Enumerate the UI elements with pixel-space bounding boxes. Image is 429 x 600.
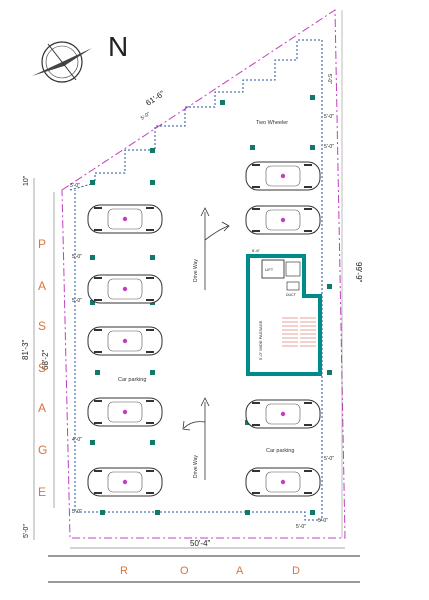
core-wall bbox=[246, 254, 322, 376]
left-outer-dimension: 81'-3" bbox=[21, 339, 30, 360]
column bbox=[90, 300, 95, 305]
passage-letter: S bbox=[38, 319, 46, 333]
column bbox=[310, 95, 315, 100]
car-icon bbox=[245, 205, 321, 235]
car-icon bbox=[245, 399, 321, 429]
top-edge-dimension: 61'-6" bbox=[144, 89, 166, 108]
car-icon bbox=[87, 204, 163, 234]
bottom-edge-dimension: 50'-4" bbox=[190, 539, 211, 548]
setback-dimension: 5'-0" bbox=[326, 74, 332, 84]
setback-dimension: 5'-0" bbox=[72, 298, 82, 304]
column bbox=[150, 370, 155, 375]
driveway-label: Drive Way bbox=[193, 259, 199, 282]
right-edge-dimension: 99'-9" bbox=[354, 262, 363, 283]
car-icon bbox=[87, 397, 163, 427]
driveway-arrow-bottom bbox=[182, 397, 210, 480]
car-icon bbox=[245, 467, 321, 497]
setback-dimension: 5'-0" bbox=[72, 254, 82, 260]
road-letter: R bbox=[120, 565, 128, 577]
passage-letter: P bbox=[38, 237, 46, 251]
road-letter: A bbox=[236, 565, 244, 577]
left-top-dimension: 10" bbox=[23, 175, 30, 186]
driveway-label: Drive Way bbox=[193, 455, 199, 478]
column bbox=[250, 145, 255, 150]
left-inner-dimension: 68'-2" bbox=[41, 349, 50, 370]
column bbox=[95, 370, 100, 375]
driveway-arrow-top bbox=[200, 207, 230, 290]
column bbox=[90, 180, 95, 185]
setback-dimension: 5'-0" bbox=[296, 524, 306, 530]
column bbox=[150, 255, 155, 260]
setback-dimension: 5'-0" bbox=[318, 518, 328, 524]
structural-columns bbox=[90, 95, 332, 515]
car-icon bbox=[87, 467, 163, 497]
setback-dimension: 5'-0" bbox=[72, 509, 82, 515]
column bbox=[327, 284, 332, 289]
north-letter: N bbox=[108, 31, 128, 62]
duct-box bbox=[285, 261, 301, 277]
passage-letter: S bbox=[38, 361, 46, 375]
car-icon bbox=[87, 326, 163, 356]
column bbox=[90, 440, 95, 445]
column bbox=[310, 145, 315, 150]
lift-label: LIFT bbox=[265, 267, 274, 272]
plot-boundary bbox=[61, 9, 346, 539]
column bbox=[327, 370, 332, 375]
passage-letter: E bbox=[38, 485, 46, 499]
compass-ring bbox=[41, 41, 83, 83]
lift-stair-core: LIFT DUCT 5'-0" WIDE PASSAGE 6'-6" bbox=[246, 248, 322, 376]
setback-dimension: 4'-0" bbox=[72, 437, 82, 443]
column bbox=[150, 440, 155, 445]
duct-small bbox=[286, 281, 300, 291]
road-band: R O A D bbox=[48, 555, 360, 583]
two-wheeler-label: Two Wheeler bbox=[256, 120, 288, 126]
lift-shaft bbox=[261, 259, 285, 279]
column bbox=[150, 180, 155, 185]
setback-dimension: 5'-0" bbox=[324, 456, 334, 462]
column bbox=[220, 100, 225, 105]
duct-label: DUCT bbox=[286, 293, 297, 297]
car-parking-label: Car parking bbox=[266, 448, 294, 454]
stair-treads bbox=[282, 317, 316, 347]
compass-crossbar bbox=[47, 43, 77, 81]
column bbox=[310, 510, 315, 515]
car-icon bbox=[87, 274, 163, 304]
road-letter: D bbox=[292, 565, 300, 577]
column bbox=[150, 148, 155, 153]
road-letter: O bbox=[180, 565, 189, 577]
setback-dimension: 5'-0" bbox=[70, 183, 80, 189]
compass-inner-ring bbox=[45, 45, 79, 79]
staircase-dimension: 6'-6" bbox=[252, 248, 261, 253]
north-compass: N bbox=[32, 31, 128, 83]
setback-dimension: 5'-0" bbox=[324, 144, 334, 150]
building-outline bbox=[69, 39, 323, 521]
passage-label: P A S S A G E bbox=[38, 237, 47, 499]
passage-letter: A bbox=[38, 401, 46, 415]
car-icon bbox=[245, 161, 321, 191]
column bbox=[155, 510, 160, 515]
setback-dimension: 5'-0" bbox=[140, 111, 152, 122]
passage-letter: G bbox=[38, 443, 47, 457]
column bbox=[245, 510, 250, 515]
parked-cars bbox=[87, 161, 321, 497]
column bbox=[90, 255, 95, 260]
column bbox=[100, 510, 105, 515]
car-parking-label: Car parking bbox=[118, 377, 146, 383]
setback-dimension: 5'-0" bbox=[324, 114, 334, 120]
left-bottom-dimension: 5'-0" bbox=[23, 524, 30, 538]
passage-width-label: 5'-0" WIDE PASSAGE bbox=[258, 320, 263, 360]
passage-letter: A bbox=[38, 279, 46, 293]
